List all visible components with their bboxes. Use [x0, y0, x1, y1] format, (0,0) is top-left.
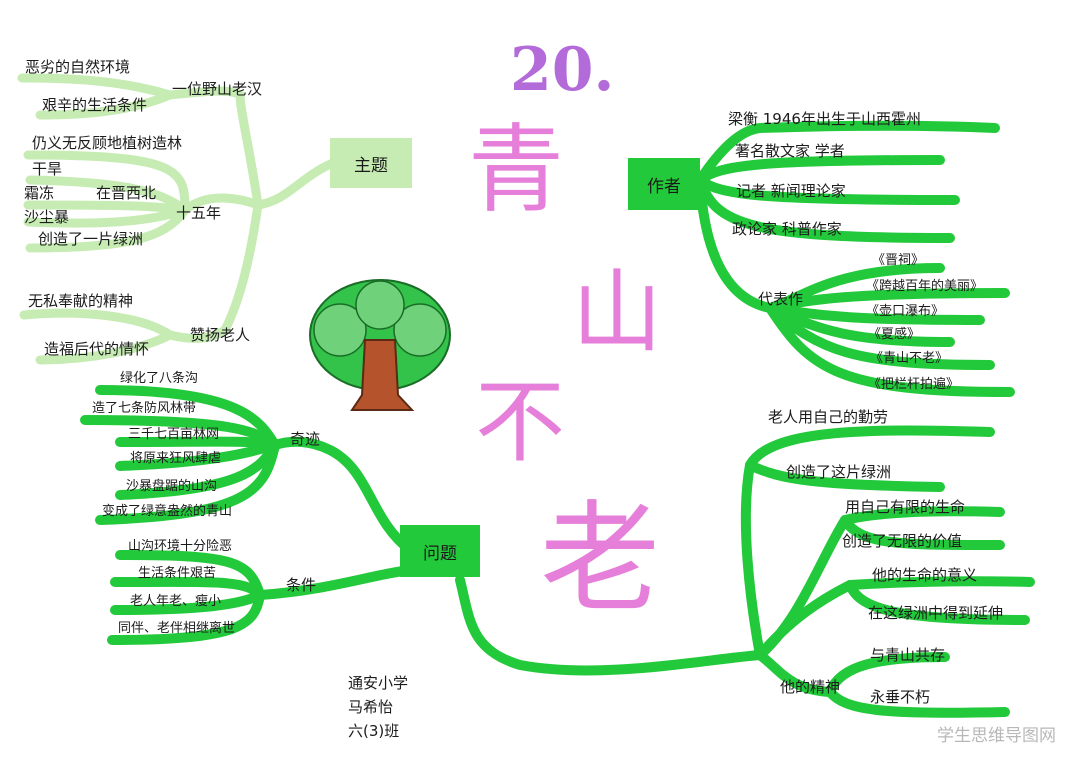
author-item: 记者 新闻理论家 — [736, 182, 846, 200]
title-char-4: 老 — [540, 490, 660, 629]
spirit-item: 永垂不朽 — [870, 688, 931, 706]
theme-item: 造福后代的情怀 — [44, 340, 150, 358]
question-item: 绿化了八条沟 — [120, 371, 199, 386]
theme-box-bg — [330, 138, 412, 188]
summary-item: 创造了这片绿洲 — [786, 463, 892, 481]
watermark: 学生思维导图网 — [937, 726, 1056, 746]
spirit-item: 与青山共存 — [870, 646, 946, 664]
class-name: 六(3)班 — [348, 722, 400, 740]
school-name: 通安小学 — [348, 674, 409, 692]
title-char-3: 不 — [475, 370, 565, 475]
question-box-bg — [400, 525, 480, 577]
work-item: 《青山不老》 — [870, 351, 949, 366]
question-group-label: 条件 — [286, 576, 317, 594]
question-item: 造了七条防风林带 — [92, 401, 197, 416]
question-item: 沙暴盘踞的山沟 — [126, 479, 218, 494]
theme-item: 创造了一片绿洲 — [38, 230, 144, 248]
work-item: 《把栏杆拍遍》 — [868, 377, 960, 392]
works-label: 代表作 — [758, 290, 804, 308]
author-item: 政论家 科普作家 — [732, 220, 842, 238]
question-item: 生活条件艰苦 — [138, 566, 217, 581]
spirit-label: 他的精神 — [780, 678, 841, 696]
author-box: 作者 — [647, 176, 681, 197]
work-item: 《夏感》 — [868, 327, 921, 342]
question-item: 山沟环境十分险恶 — [128, 539, 233, 554]
question-item: 三千七百亩林网 — [128, 427, 220, 442]
question-box: 问题 — [423, 543, 457, 564]
summary-item: 用自己有限的生命 — [845, 498, 966, 516]
summary-item: 创造了无限的价值 — [842, 532, 963, 550]
summary-item: 老人用自己的勤劳 — [768, 408, 889, 426]
question-group-label: 奇迹 — [290, 430, 321, 448]
author-item: 梁衡 1946年出生于山西霍州 — [728, 110, 921, 128]
question-item: 老人年老、瘦小 — [130, 594, 222, 609]
theme-item: 沙尘暴 — [24, 208, 70, 226]
student-name: 马希怡 — [348, 698, 394, 716]
summary-item: 他的生命的意义 — [872, 566, 978, 584]
tree-icon — [309, 279, 451, 411]
lesson-number: 20. — [510, 35, 615, 105]
theme-item: 霜冻 — [24, 184, 55, 202]
theme-group-label: 赞扬老人 — [190, 326, 251, 344]
work-item: 《跨越百年的美丽》 — [866, 279, 984, 294]
work-item: 《壶口瀑布》 — [866, 304, 945, 319]
theme-item: 恶劣的自然环境 — [25, 58, 131, 76]
theme-box: 主题 — [354, 155, 388, 176]
summary-item: 在这绿洲中得到延伸 — [868, 604, 1004, 622]
title-char-1: 青 — [468, 114, 564, 226]
author-box-bg — [628, 158, 700, 210]
theme-item: 仍义无反顾地植树造林 — [32, 134, 183, 152]
question-item: 将原来狂风肆虐 — [130, 451, 222, 466]
theme-item: 干旱 — [32, 160, 63, 178]
theme-item: 艰辛的生活条件 — [42, 96, 148, 114]
question-item: 同伴、老伴相继离世 — [118, 621, 236, 636]
title-char-2: 山 — [572, 260, 662, 365]
theme-sub-label: 在晋西北 — [96, 184, 157, 202]
question-item: 变成了绿意盎然的青山 — [102, 504, 233, 519]
work-item: 《晋祠》 — [872, 253, 925, 268]
theme-item: 无私奉献的精神 — [28, 292, 134, 310]
theme-group-label: 十五年 — [176, 204, 222, 222]
author-item: 著名散文家 学者 — [735, 142, 845, 160]
theme-group-label: 一位野山老汉 — [172, 80, 263, 98]
